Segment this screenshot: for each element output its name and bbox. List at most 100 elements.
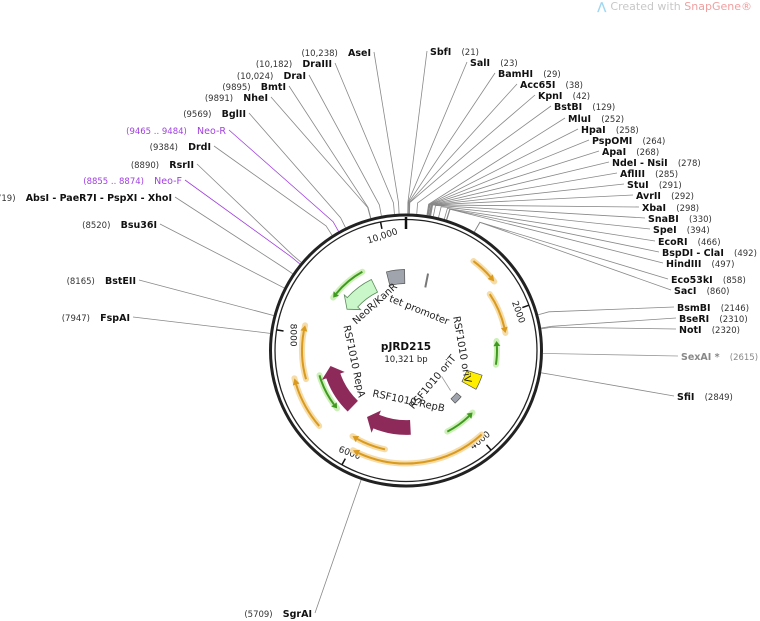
site-label-text[interactable]: SfiI (2849) (677, 385, 733, 404)
site-label-draiii[interactable]: (10,182) DraIII (256, 52, 332, 71)
feature-orit[interactable] (450, 392, 462, 404)
site-label-neo-r[interactable]: (9465 .. 9484) Neo-R (126, 119, 226, 138)
site-label-text[interactable]: (9465 .. 9484) Neo-R (126, 119, 226, 138)
site-label-snabi[interactable]: SnaBI (330) (648, 207, 712, 226)
site-label-text[interactable]: (8165) BstEII (67, 269, 136, 288)
feature-label-tet-promoter[interactable]: tet promoter (387, 294, 451, 328)
site-label-bspdi[interactable]: BspDI - ClaI (492) (662, 241, 757, 260)
feature-repa[interactable] (321, 366, 358, 412)
site-label-sfii[interactable]: SfiI (2849) (677, 385, 733, 404)
site-label-sgrai[interactable]: (5709) SgrAI (244, 602, 312, 621)
site-label-bmti[interactable]: (9895) BmtI (222, 75, 286, 94)
site-label-sbfi[interactable]: SbfI (21) (430, 40, 479, 59)
orf-arrow[interactable] (486, 291, 509, 336)
site-label-text[interactable]: NdeI - NsiI (278) (612, 151, 701, 170)
site-label-bseri[interactable]: BseRI (2310) (679, 307, 748, 326)
site-label-text[interactable]: KpnI (42) (538, 84, 590, 103)
site-label-sali[interactable]: SalI (23) (470, 51, 518, 70)
site-label-ndei[interactable]: NdeI - NsiI (278) (612, 151, 701, 170)
site-label-neo-f[interactable]: (8855 .. 8874) Neo-F (83, 169, 182, 188)
site-label-hpai[interactable]: HpaI (258) (581, 118, 639, 137)
site-label-hindiii[interactable]: HindIII (497) (666, 252, 734, 271)
site-label-text[interactable]: BsmBI (2146) (677, 296, 749, 315)
feature-tet-promoter[interactable] (424, 273, 430, 288)
site-label-text[interactable]: (9895) BmtI (222, 75, 286, 94)
site-label-text[interactable]: (8855 .. 8874) Neo-F (83, 169, 182, 188)
site-label-text[interactable]: (10,182) DraIII (256, 52, 332, 71)
site-label-eco53ki[interactable]: Eco53kI (858) (671, 268, 746, 287)
site-label-text[interactable]: PspOMI (264) (592, 129, 665, 148)
site-label-stui[interactable]: StuI (291) (627, 173, 682, 192)
site-label-bstbi[interactable]: BstBI (129) (554, 95, 615, 114)
site-label-text[interactable]: (5709) SgrAI (244, 602, 312, 621)
feature-repb[interactable] (367, 410, 411, 435)
site-label-text[interactable]: (9891) NheI (205, 86, 268, 105)
orf-arrow[interactable] (299, 322, 310, 383)
site-label-bsu36i[interactable]: (8520) Bsu36I (82, 213, 157, 232)
misc-feature-arrow[interactable] (492, 337, 501, 368)
site-label-text[interactable]: ApaI (268) (602, 140, 659, 159)
site-label-absi[interactable]: (8719) AbsI - PaeR7I - PspXI - XhoI (0, 186, 172, 205)
site-label-text[interactable]: (7947) FspAI (62, 306, 130, 325)
site-label-text[interactable]: (9569) BglII (183, 102, 246, 121)
orf-arrow[interactable] (291, 375, 323, 429)
site-label-text[interactable]: XbaI (298) (642, 196, 699, 215)
site-label-rsrii[interactable]: (8890) RsrII (131, 153, 194, 172)
site-label-text[interactable]: AflIII (285) (620, 162, 678, 181)
site-label-afliii[interactable]: AflIII (285) (620, 162, 678, 181)
site-label-bglii[interactable]: (9569) BglII (183, 102, 246, 121)
misc-feature-arrow[interactable] (330, 268, 366, 301)
site-label-bsmbi[interactable]: BsmBI (2146) (677, 296, 749, 315)
feature-label-oriv[interactable]: RSF1010 oriV (450, 315, 473, 384)
feature-gray-box[interactable] (385, 269, 406, 286)
site-label-kpni[interactable]: KpnI (42) (538, 84, 590, 103)
site-label-mlui[interactable]: MluI (252) (568, 107, 624, 126)
site-label-text[interactable]: (8890) RsrII (131, 153, 194, 172)
site-label-text[interactable]: HpaI (258) (581, 118, 639, 137)
misc-feature-arrow[interactable] (444, 409, 476, 435)
misc-feature-arrow[interactable] (316, 372, 341, 412)
site-label-text[interactable]: SacI (860) (674, 279, 729, 298)
site-label-text[interactable]: HindIII (497) (666, 252, 734, 271)
site-label-xbai[interactable]: XbaI (298) (642, 196, 699, 215)
site-label-text[interactable]: MluI (252) (568, 107, 624, 126)
site-label-text[interactable]: SexAI * (2615) (681, 345, 758, 364)
orf-arrow[interactable] (470, 258, 498, 285)
site-label-text[interactable]: SpeI (394) (653, 218, 710, 237)
site-label-text[interactable]: StuI (291) (627, 173, 682, 192)
orf-arrow[interactable] (349, 431, 485, 467)
site-label-text[interactable]: SalI (23) (470, 51, 518, 70)
site-label-spei[interactable]: SpeI (394) (653, 218, 710, 237)
site-label-text[interactable]: (10,024) DraI (237, 64, 306, 83)
site-label-acc65i[interactable]: Acc65I (38) (520, 73, 583, 92)
site-label-text[interactable]: BseRI (2310) (679, 307, 748, 326)
feature-oriv[interactable] (461, 369, 483, 390)
site-label-ecori[interactable]: EcoRI (466) (658, 230, 721, 249)
site-label-nhei[interactable]: (9891) NheI (205, 86, 268, 105)
site-label-saci[interactable]: SacI (860) (674, 279, 729, 298)
site-label-text[interactable]: Eco53kI (858) (671, 268, 746, 287)
site-label-text[interactable]: EcoRI (466) (658, 230, 721, 249)
site-label-pspomi[interactable]: PspOMI (264) (592, 129, 665, 148)
site-label-text[interactable]: Acc65I (38) (520, 73, 583, 92)
site-label-sexai[interactable]: SexAI * (2615) (681, 345, 758, 364)
orf-arrow[interactable] (349, 433, 389, 453)
site-label-bamhi[interactable]: BamHI (29) (498, 62, 561, 81)
site-label-text[interactable]: AvrII (292) (636, 184, 694, 203)
site-label-text[interactable]: (8719) AbsI - PaeR7I - PspXI - XhoI (0, 186, 172, 205)
site-label-drdi[interactable]: (9384) DrdI (150, 135, 211, 154)
site-label-fspai[interactable]: (7947) FspAI (62, 306, 130, 325)
feature-label-repb[interactable]: RSF1010 RepB (371, 389, 445, 415)
site-label-text[interactable]: (10,238) AseI (301, 41, 371, 60)
site-label-text[interactable]: BstBI (129) (554, 95, 615, 114)
site-label-text[interactable]: BamHI (29) (498, 62, 561, 81)
site-label-avrii[interactable]: AvrII (292) (636, 184, 694, 203)
site-label-text[interactable]: SnaBI (330) (648, 207, 712, 226)
site-label-noti[interactable]: NotI (2320) (679, 318, 740, 337)
site-label-apai[interactable]: ApaI (268) (602, 140, 659, 159)
feature-neo-kanr[interactable] (343, 278, 379, 311)
site-label-drai[interactable]: (10,024) DraI (237, 64, 306, 83)
site-label-text[interactable]: (8520) Bsu36I (82, 213, 157, 232)
site-label-text[interactable]: BspDI - ClaI (492) (662, 241, 757, 260)
site-label-text[interactable]: NotI (2320) (679, 318, 740, 337)
